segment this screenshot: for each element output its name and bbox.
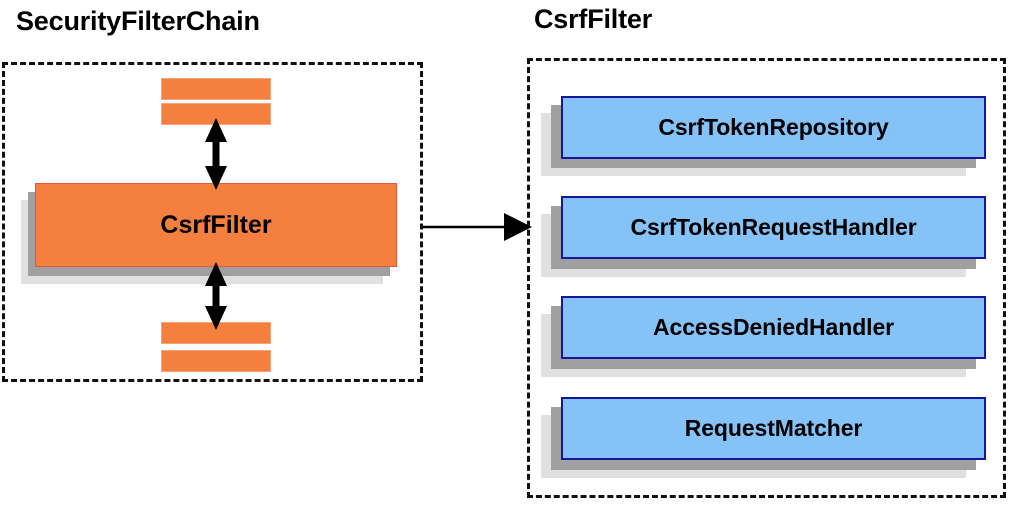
csrffilter-expansion-arrow [423,213,532,241]
component-box-csrf-token-request-handler[interactable]: CsrfTokenRequestHandler [561,196,986,259]
component-box-request-matcher[interactable]: RequestMatcher [561,397,986,460]
component-label-0: CsrfTokenRepository [658,114,889,140]
component-box-access-denied-handler[interactable]: AccessDeniedHandler [561,296,986,359]
left-panel-title: SecurityFilterChain [16,6,260,36]
filter-bar-top-2 [161,103,271,125]
csrffilter-box[interactable]: CsrfFilter [35,183,397,267]
filter-bar-bottom-2 [161,350,271,372]
component-label-3: RequestMatcher [684,415,863,441]
csrffilter-box-label: CsrfFilter [160,210,272,239]
csrffilter-detail-container [527,58,1006,498]
security-filter-chain-container [2,62,423,382]
right-panel-title: CsrfFilter [534,4,653,34]
filter-bar-bottom-1 [161,322,271,344]
filter-bar-top-1 [161,78,271,100]
component-box-csrf-token-repository[interactable]: CsrfTokenRepository [561,96,986,159]
component-label-1: CsrfTokenRequestHandler [630,214,917,240]
component-label-2: AccessDeniedHandler [653,314,894,340]
